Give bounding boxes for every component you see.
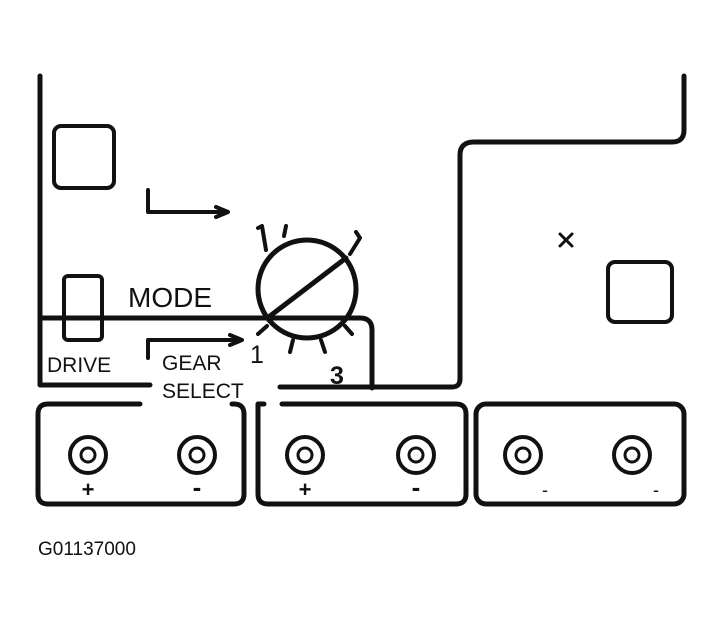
terminal-1-positive-mark: + xyxy=(82,477,95,502)
terminal-2-positive-mark: + xyxy=(299,477,312,502)
gear-label: GEAR xyxy=(162,352,222,375)
figure-code: G01137000 xyxy=(38,539,136,560)
terminal-post-2-positive-icon[interactable] xyxy=(285,435,325,475)
rotary-selector-dial-icon[interactable] xyxy=(255,224,362,354)
dial-position-1: 1 xyxy=(250,341,264,369)
dial-position-3: 3 xyxy=(330,362,344,390)
panel-outline xyxy=(37,73,153,388)
terminal-3-left-mark: - xyxy=(542,480,548,500)
terminal-block-2 xyxy=(255,401,469,507)
terminal-block-3 xyxy=(473,401,687,507)
gear-select-arrow xyxy=(146,338,242,360)
terminal-post-2-negative-icon[interactable] xyxy=(396,435,436,475)
terminal-block-1 xyxy=(35,401,247,507)
mode-arrow-head xyxy=(214,205,230,219)
right-square-button[interactable] xyxy=(606,260,674,324)
drive-switch[interactable] xyxy=(62,274,104,342)
drive-label: DRIVE xyxy=(47,354,111,377)
mode-label: MODE xyxy=(128,282,212,313)
panel-outline-lower xyxy=(277,73,687,390)
terminal-post-3-left-icon[interactable] xyxy=(503,435,543,475)
terminal-2-negative-mark: - xyxy=(412,472,421,502)
select-label: SELECT xyxy=(162,380,244,403)
terminal-1-negative-mark: - xyxy=(193,472,202,502)
mode-panel-outline xyxy=(37,315,375,391)
terminal-post-1-negative-icon[interactable] xyxy=(177,435,217,475)
terminal-post-3-right-icon[interactable] xyxy=(612,435,652,475)
top-left-square-button[interactable] xyxy=(52,124,116,190)
x-marker-icon xyxy=(558,232,574,248)
gear-select-arrow-head xyxy=(228,333,244,347)
mode-arrow xyxy=(146,188,228,214)
terminal-post-1-positive-icon[interactable] xyxy=(68,435,108,475)
terminal-3-right-mark: - xyxy=(653,480,659,500)
